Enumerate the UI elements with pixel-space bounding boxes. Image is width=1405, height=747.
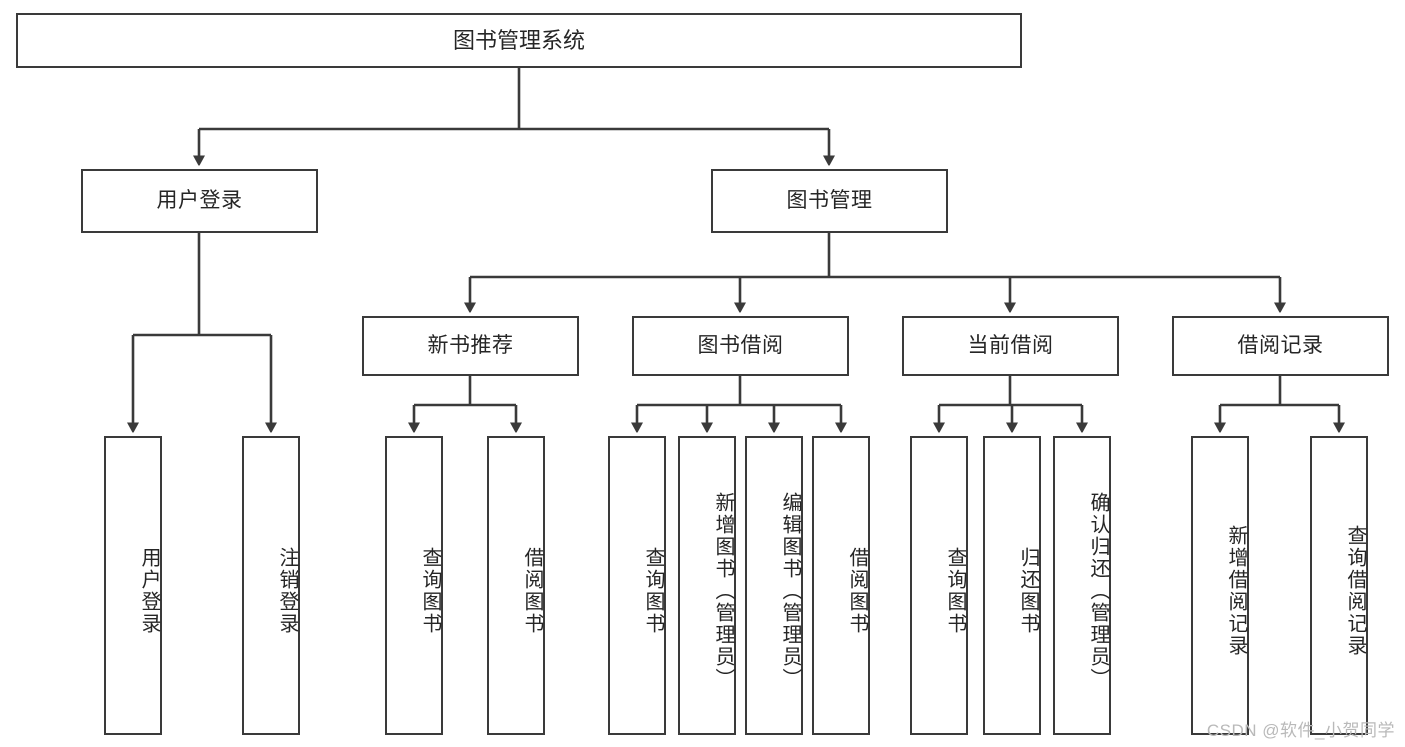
node-label: 确认归还（管理员） bbox=[1087, 491, 1109, 690]
leaf-query-book-recommend[interactable]: 查询图书 bbox=[385, 436, 443, 735]
node-current-borrow[interactable]: 当前借阅 bbox=[902, 316, 1119, 376]
node-label: 查询图书 bbox=[642, 546, 664, 635]
node-label: 新增借阅记录 bbox=[1225, 524, 1247, 657]
leaf-logout[interactable]: 注销登录 bbox=[242, 436, 300, 735]
leaf-add-borrow-record[interactable]: 新增借阅记录 bbox=[1191, 436, 1249, 735]
leaf-confirm-return-admin[interactable]: 确认归还（管理员） bbox=[1053, 436, 1111, 735]
node-label: 借阅记录 bbox=[1237, 333, 1324, 357]
node-book-borrow[interactable]: 图书借阅 bbox=[632, 316, 849, 376]
node-label: 用户登录 bbox=[156, 188, 243, 212]
node-label: 新书推荐 bbox=[427, 333, 514, 357]
node-user-login[interactable]: 用户登录 bbox=[81, 169, 318, 233]
leaf-query-book-borrow[interactable]: 查询图书 bbox=[608, 436, 666, 735]
node-root-system[interactable]: 图书管理系统 bbox=[16, 13, 1022, 68]
node-label: 借阅图书 bbox=[521, 546, 543, 635]
leaf-query-borrow-record[interactable]: 查询借阅记录 bbox=[1310, 436, 1368, 735]
node-label: 归还图书 bbox=[1017, 546, 1039, 635]
leaf-add-book-admin[interactable]: 新增图书（管理员） bbox=[678, 436, 736, 735]
leaf-borrow-book-recommend[interactable]: 借阅图书 bbox=[487, 436, 545, 735]
leaf-borrow-book[interactable]: 借阅图书 bbox=[812, 436, 870, 735]
node-book-manage[interactable]: 图书管理 bbox=[711, 169, 948, 233]
node-label: 新增图书（管理员） bbox=[712, 491, 734, 690]
node-label: 图书管理 bbox=[786, 188, 873, 212]
leaf-user-login[interactable]: 用户登录 bbox=[104, 436, 162, 735]
node-label: 当前借阅 bbox=[967, 333, 1054, 357]
node-label: 查询借阅记录 bbox=[1344, 524, 1366, 657]
node-label: 查询图书 bbox=[419, 546, 441, 635]
node-new-book-recommend[interactable]: 新书推荐 bbox=[362, 316, 579, 376]
node-label: 编辑图书（管理员） bbox=[779, 491, 801, 690]
node-label: 借阅图书 bbox=[846, 546, 868, 635]
leaf-return-book[interactable]: 归还图书 bbox=[983, 436, 1041, 735]
watermark-credit: CSDN @软件_小贺同学 bbox=[1206, 721, 1395, 740]
node-borrow-record[interactable]: 借阅记录 bbox=[1172, 316, 1389, 376]
node-label: 图书管理系统 bbox=[452, 27, 585, 53]
leaf-edit-book-admin[interactable]: 编辑图书（管理员） bbox=[745, 436, 803, 735]
leaf-query-book-current[interactable]: 查询图书 bbox=[910, 436, 968, 735]
node-label: 用户登录 bbox=[138, 546, 160, 635]
node-label: 注销登录 bbox=[276, 546, 298, 635]
node-label: 查询图书 bbox=[944, 546, 966, 635]
node-label: 图书借阅 bbox=[697, 333, 784, 357]
